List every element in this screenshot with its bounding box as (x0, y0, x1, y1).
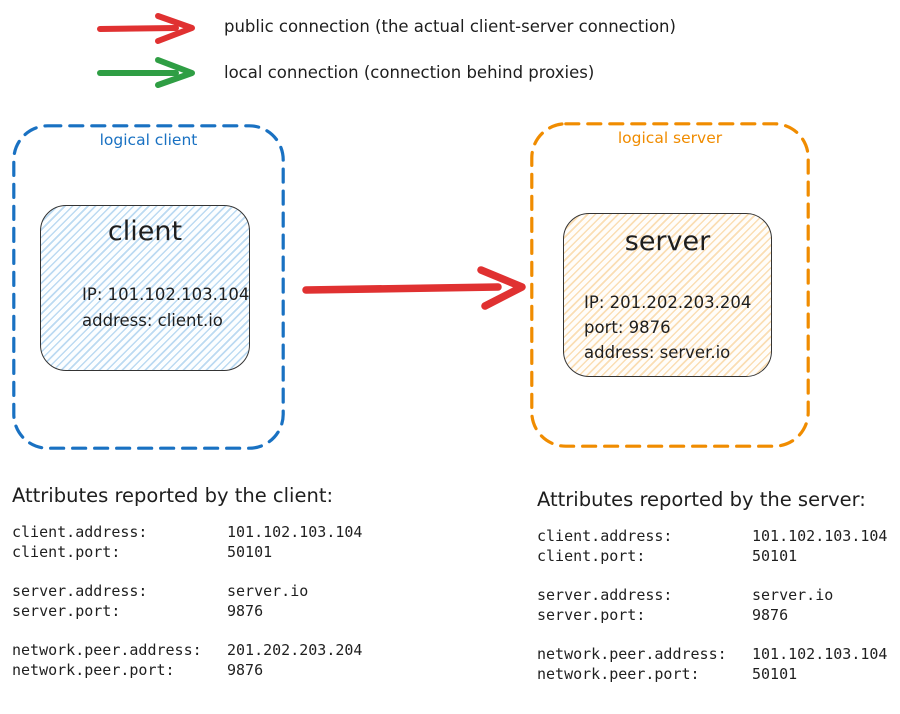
client-node-title: client (107, 216, 183, 247)
server-attributes-section: Attributes reported by the server: clien… (537, 488, 887, 703)
client-node: client IP: 101.102.103.104 address: clie… (40, 205, 250, 371)
logical-client-group: logical client client IP: 101.102.103.10… (12, 124, 285, 450)
server-node-address: address: server.io (584, 343, 731, 362)
attr-value: 101.102.103.104 (752, 527, 888, 545)
legend-arrow-public-icon (96, 10, 200, 46)
attr-label: network.peer.port: (537, 665, 700, 683)
attr-label: client.port: (12, 543, 121, 561)
logical-server-group: logical server server IP: 201.202.203.20… (530, 122, 810, 448)
client-attr-group-client: client.address: 101.102.103.104 client.po… (12, 522, 362, 562)
server-attributes-title: Attributes reported by the server: (537, 488, 866, 511)
attr-label: client.port: (537, 547, 646, 565)
server-node-title: server (624, 226, 711, 257)
attr-row: server.address: server.io (537, 585, 887, 605)
attr-label: network.peer.address: (12, 641, 202, 659)
client-attr-group-network-peer: network.peer.address: 201.202.203.204 net… (12, 640, 362, 680)
attr-label: network.peer.port: (12, 661, 175, 679)
legend-arrow-local-icon (96, 55, 200, 91)
attr-value: server.io (227, 582, 309, 600)
attr-label: server.port: (12, 602, 121, 620)
client-node-details: IP: 101.102.103.104 address: client.io (82, 282, 249, 334)
server-node-details: IP: 201.202.203.204 port: 9876 address: … (584, 290, 751, 365)
server-attr-group-client: client.address: 101.102.103.104 client.po… (537, 526, 887, 566)
attr-label: client.address: (12, 523, 148, 541)
client-node-ip: IP: 101.102.103.104 (82, 285, 250, 304)
logical-server-label: logical server (617, 129, 723, 147)
attr-value: 50101 (227, 543, 273, 561)
attr-row: server.address: server.io (12, 581, 362, 601)
attr-label: server.port: (537, 606, 646, 624)
attr-value: server.io (752, 586, 834, 604)
client-attributes-title: Attributes reported by the client: (12, 484, 334, 507)
attr-value: 9876 (227, 661, 264, 679)
attr-value: 101.102.103.104 (752, 645, 888, 663)
attr-row: client.address: 101.102.103.104 (12, 522, 362, 542)
logical-server-border (530, 122, 810, 448)
client-node-address: address: client.io (82, 311, 223, 330)
attr-label: server.address: (537, 586, 673, 604)
attr-value: 50101 (752, 665, 798, 683)
server-node-ip: IP: 201.202.203.204 (584, 293, 752, 312)
legend-label-public: public connection (the actual client-ser… (224, 17, 676, 36)
attr-label: client.address: (537, 527, 673, 545)
logical-client-border (12, 124, 285, 450)
attr-row: network.peer.port: 9876 (12, 660, 362, 680)
attr-row: client.port: 50101 (12, 542, 362, 562)
attr-row: client.address: 101.102.103.104 (537, 526, 887, 546)
attr-row: server.port: 9876 (12, 601, 362, 621)
attr-value: 9876 (227, 602, 264, 620)
attr-label: server.address: (12, 582, 148, 600)
server-attr-group-server: server.address: server.io server.port: 987… (537, 585, 887, 625)
client-attr-group-server: server.address: server.io server.port: 987… (12, 581, 362, 621)
attr-value: 101.102.103.104 (227, 523, 363, 541)
attr-value: 9876 (752, 606, 789, 624)
attr-row: server.port: 9876 (537, 605, 887, 625)
attr-value: 50101 (752, 547, 798, 565)
server-node: server IP: 201.202.203.204 port: 9876 ad… (563, 213, 772, 377)
legend-label-local: local connection (connection behind prox… (224, 63, 595, 82)
attr-label: network.peer.address: (537, 645, 727, 663)
attr-row: network.peer.address: 101.102.103.104 (537, 644, 887, 664)
client-attributes-section: Attributes reported by the client: clien… (12, 484, 362, 699)
attr-row: network.peer.address: 201.202.203.204 (12, 640, 362, 660)
attr-value: 201.202.203.204 (227, 641, 363, 659)
attr-row: network.peer.port: 50101 (537, 664, 887, 684)
server-attr-group-network-peer: network.peer.address: 101.102.103.104 net… (537, 644, 887, 684)
server-node-port: port: 9876 (584, 318, 671, 337)
logical-client-label: logical client (99, 131, 198, 149)
attr-row: client.port: 50101 (537, 546, 887, 566)
public-connection-arrow-icon (300, 264, 530, 312)
